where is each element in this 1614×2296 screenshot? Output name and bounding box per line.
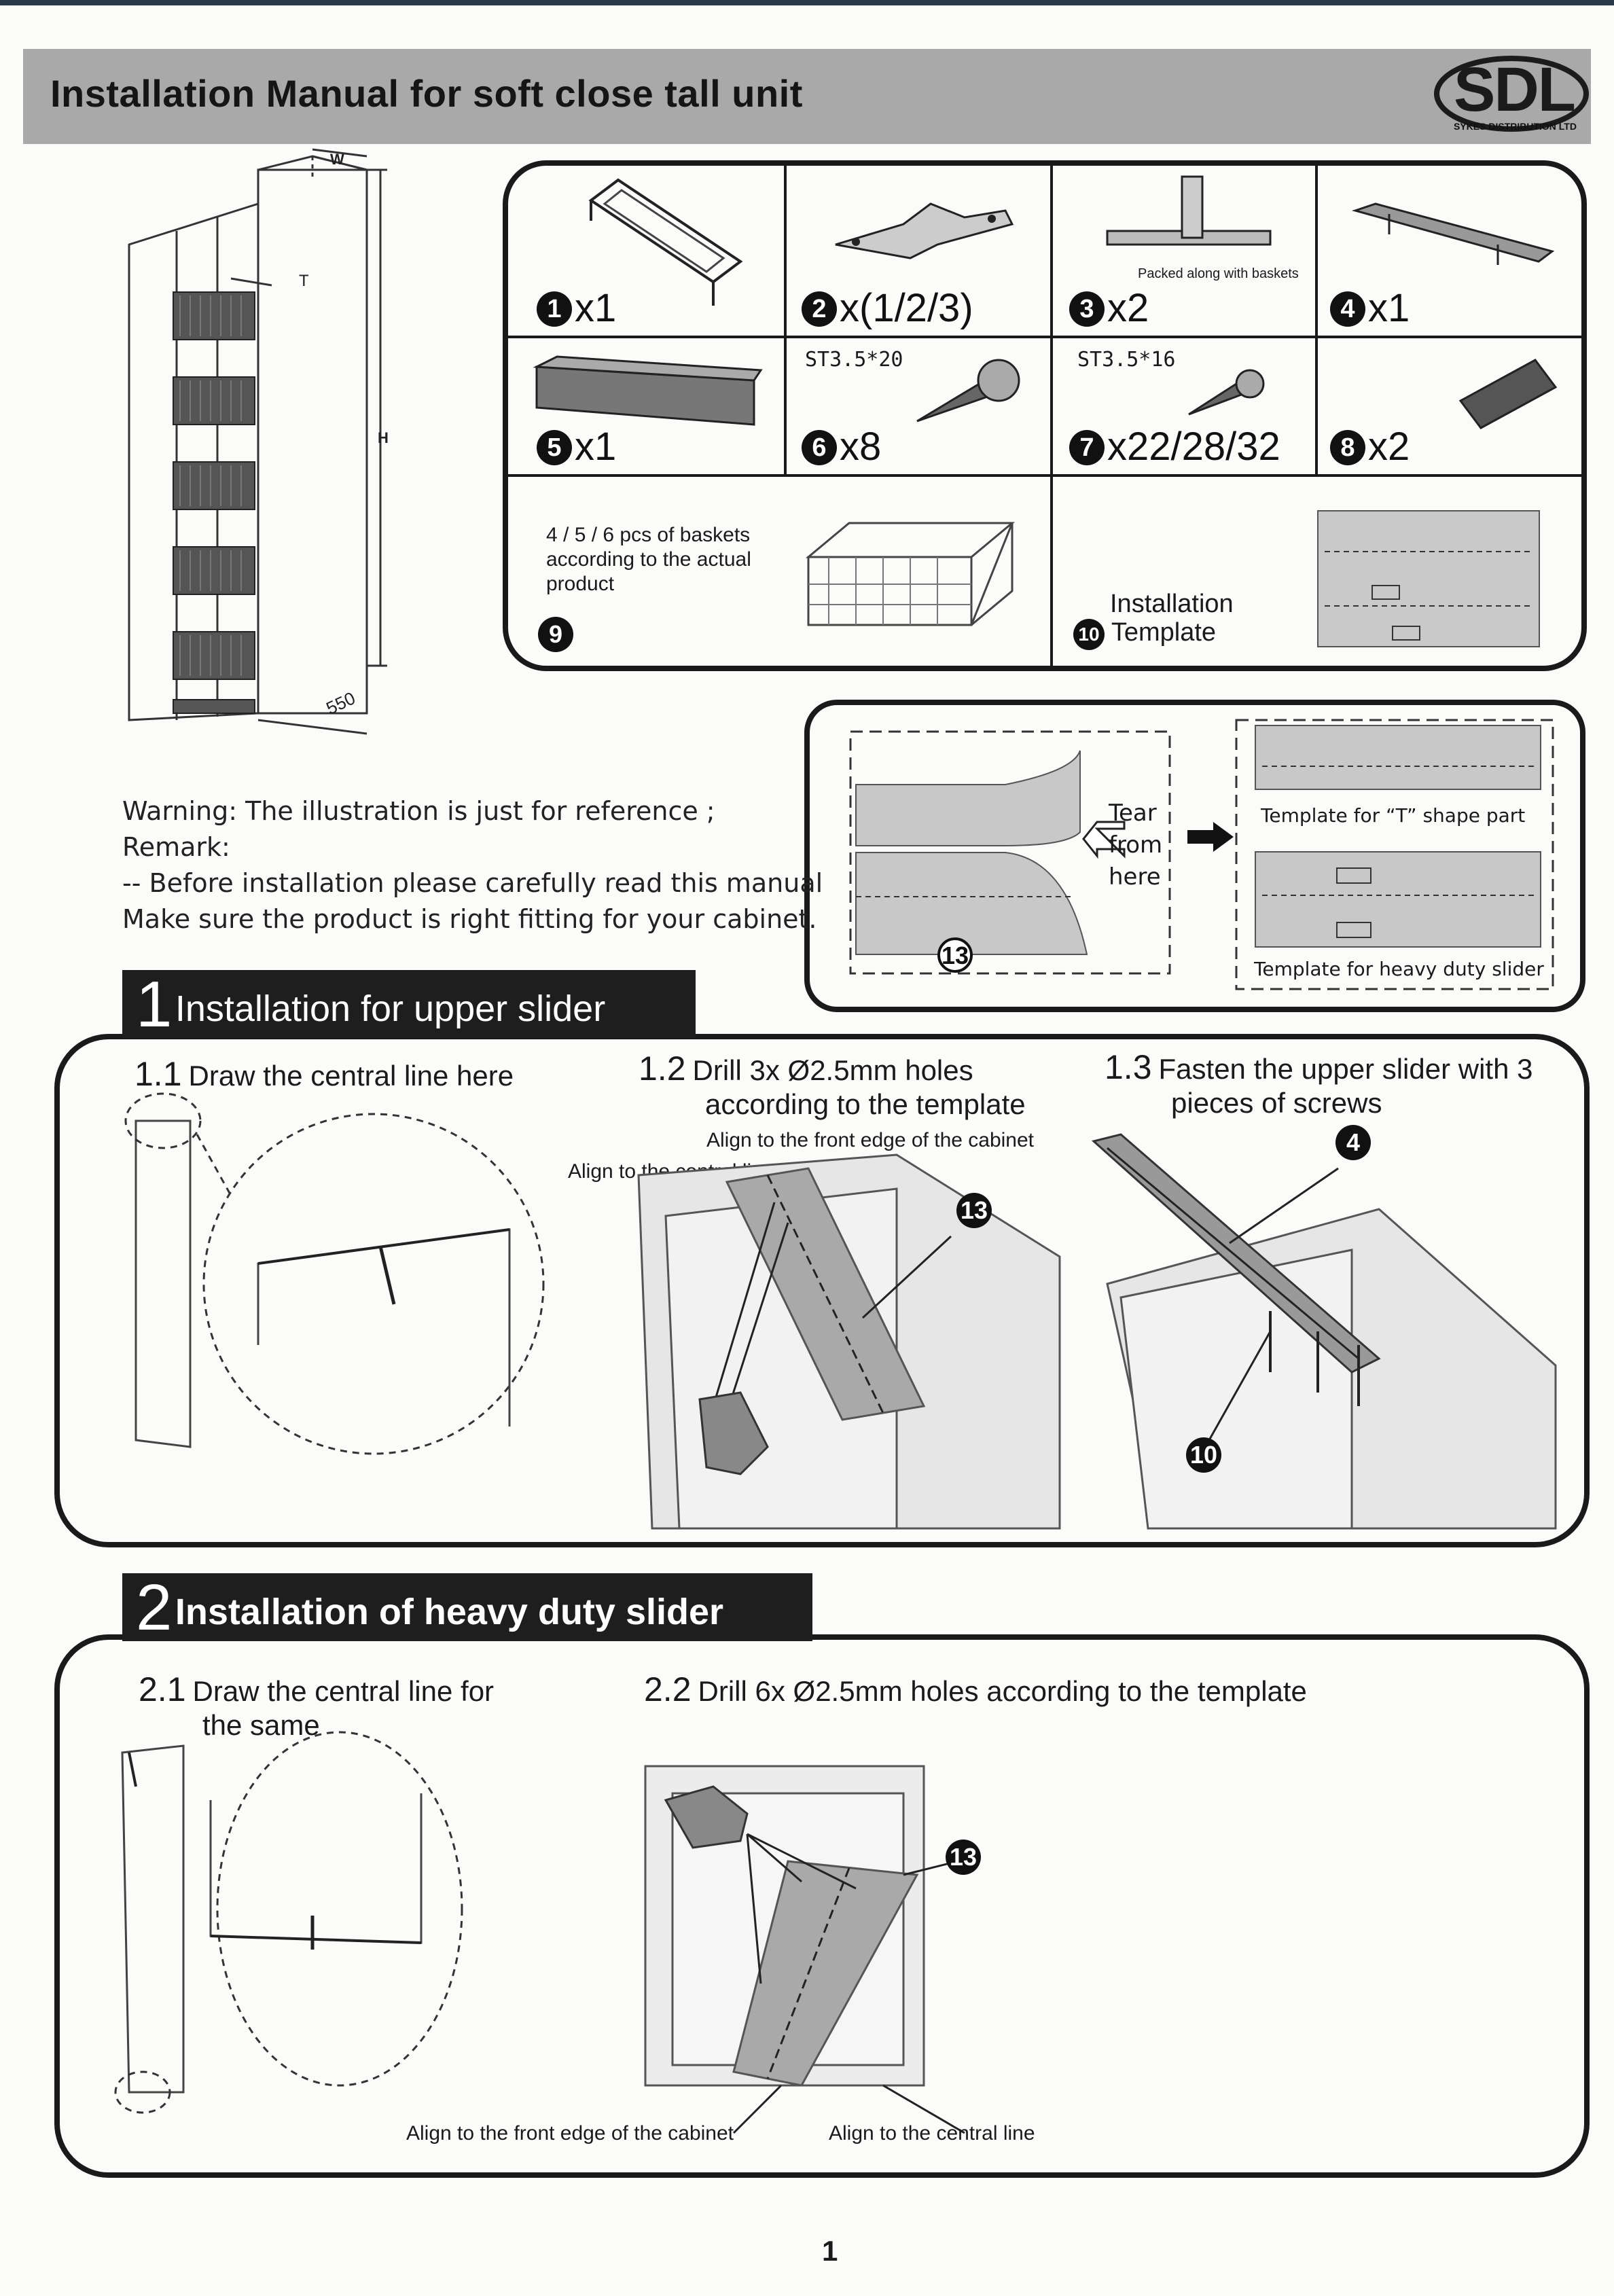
step-2-1-illustration (114, 1731, 463, 2114)
logo-swoosh (1434, 56, 1589, 132)
template-ref-13: 13 (937, 937, 973, 973)
part-1-bracket-icon (588, 178, 743, 306)
section-1-tab (122, 970, 696, 1038)
step-1-2-ref-13: 13 (956, 1193, 992, 1228)
part-5-slider-icon (533, 355, 763, 426)
step-1-2-illustration (637, 1153, 1061, 1530)
dimension-h: H (378, 429, 389, 446)
top-edge-line (0, 0, 1614, 5)
step-2-2-note-central-line: Align to the central line (829, 2122, 1035, 2145)
parts-divider (1050, 166, 1053, 666)
part-7-spec: ST3.5*16 (1077, 348, 1176, 372)
tall-unit-illustration (128, 148, 387, 735)
part-9-description: 4 / 5 / 6 pcs of baskets according to th… (546, 524, 751, 595)
page-number: 1 (822, 2235, 838, 2267)
section-2-tab (122, 1573, 812, 1641)
template-tear-illustration (849, 730, 1171, 975)
part-10-label-line1: Installation (1110, 590, 1234, 618)
logo: SDL (1454, 55, 1576, 124)
step-2-2-ref-13: 13 (946, 1840, 981, 1875)
step-1-3-illustration (1091, 1133, 1557, 1530)
part-8-bolt-icon (1458, 359, 1558, 429)
dimension-w: W (330, 151, 344, 168)
parts-divider (508, 336, 1581, 338)
warning-remark-text: Warning: The illustration is just for re… (122, 796, 823, 934)
part-10-template-icon (1317, 510, 1540, 647)
dimension-t: T (299, 272, 309, 290)
part-6-screw-icon (916, 359, 1020, 423)
part-6-spec: ST3.5*20 (805, 348, 903, 372)
step-1-3-ref-4: 4 (1335, 1125, 1371, 1160)
section-2-heading: 2 Installation of heavy duty slider (136, 1571, 724, 1644)
step-2-2-note-front-edge: Align to the front edge of the cabinet (406, 2122, 734, 2145)
section-1-heading: 1 Installation for upper slider (136, 968, 606, 1041)
parts-divider (1315, 166, 1318, 474)
part-3-note: Packed along with baskets (1138, 266, 1299, 281)
arrow-right-icon (1187, 822, 1234, 852)
parts-divider (508, 474, 1581, 477)
part-10-label: 10 Template (1073, 618, 1216, 650)
step-1-2-note-front-edge: Align to the front edge of the cabinet (706, 1129, 1035, 1151)
part-9-basket-icon (805, 522, 1016, 626)
step-2-2-illustration (644, 1765, 958, 2087)
part-3-rail-icon (1106, 175, 1272, 246)
heavy-template-label: Template for heavy duty slider (1254, 958, 1544, 980)
page-title: Installation Manual for soft close tall … (50, 72, 803, 115)
template-types-illustration (1235, 719, 1554, 990)
step-1-3-ref-10: 10 (1186, 1437, 1221, 1473)
part-7-screw-icon (1188, 369, 1265, 416)
part-4-bar-icon (1351, 202, 1555, 265)
part-2-hinge-icon (835, 202, 1014, 259)
step-1-1-illustration (124, 1092, 545, 1455)
tear-from-here-label: Tear from here (1109, 800, 1163, 891)
parts-divider (784, 166, 787, 474)
step-2-2-pointer-lines (732, 2084, 965, 2134)
t-shape-template-label: Template for “T” shape part (1261, 804, 1526, 827)
logo-subtitle: SYKES DISTRIBUTION LTD (1454, 121, 1577, 132)
header-bar (23, 49, 1591, 144)
part-9-number: 9 (538, 617, 573, 652)
